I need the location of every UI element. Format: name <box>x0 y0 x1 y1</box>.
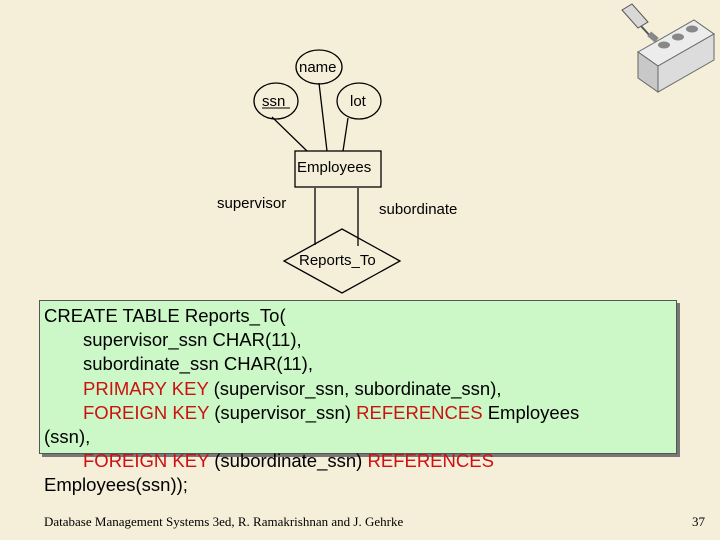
sql-code-box <box>39 300 677 454</box>
fk1-table: Employees <box>482 401 580 423</box>
attr-ssn-ellipse <box>253 82 299 120</box>
attr-lot-ellipse <box>336 82 382 120</box>
code-line-fk1-wrap: (ssn), <box>44 426 91 448</box>
attr-ssn-label: ssn <box>262 93 286 110</box>
er-diagram <box>253 49 402 294</box>
fk2-column: (subordinate_ssn) <box>209 450 368 472</box>
code-line-fk2: FOREIGN KEY (subordinate_ssn) REFERENCES <box>44 449 674 473</box>
brick-trowel-icon <box>621 3 715 93</box>
relationship-reports-to-label: Reports_To <box>299 252 376 269</box>
attr-name-ellipse <box>295 49 343 85</box>
sql-code: CREATE TABLE Reports_To( supervisor_ssn … <box>44 304 674 498</box>
ssn-employees-line <box>271 116 308 152</box>
code-line-fk2-wrap: Employees(ssn)); <box>44 474 188 496</box>
code-line-pk: PRIMARY KEY (supervisor_ssn, subordinate… <box>44 377 674 401</box>
fk2-references-keyword: REFERENCES <box>367 450 494 472</box>
entity-employees-rect <box>294 150 382 188</box>
fk1-references-keyword: REFERENCES <box>356 401 483 423</box>
code-line-fk1: FOREIGN KEY (supervisor_ssn) REFERENCES … <box>44 401 674 425</box>
role-subordinate-label: subordinate <box>379 201 458 218</box>
relationship-reports-to-diamond <box>282 228 402 294</box>
fk1-column: (supervisor_ssn) <box>209 401 357 423</box>
pk-columns: (supervisor_ssn, subordinate_ssn), <box>208 377 502 399</box>
fk2-keyword: FOREIGN KEY <box>83 450 210 472</box>
name-employees-line <box>318 82 328 152</box>
footer-citation: Database Management Systems 3ed, R. Rama… <box>44 514 404 529</box>
page-number: 37 <box>692 514 705 529</box>
entity-employees-label: Employees <box>297 159 372 176</box>
lot-employees-line <box>342 117 349 152</box>
fk1-keyword: FOREIGN KEY <box>83 401 210 423</box>
attr-name-label: name <box>299 59 337 76</box>
code-line-col1: supervisor_ssn CHAR(11), <box>83 329 302 351</box>
pk-keyword: PRIMARY KEY <box>83 377 209 399</box>
code-line-col2: subordinate_ssn CHAR(11), <box>83 353 313 375</box>
code-line-create: CREATE TABLE Reports_To( <box>44 305 286 326</box>
attr-lot-label: lot <box>350 93 366 110</box>
role-supervisor-label: supervisor <box>217 195 287 212</box>
